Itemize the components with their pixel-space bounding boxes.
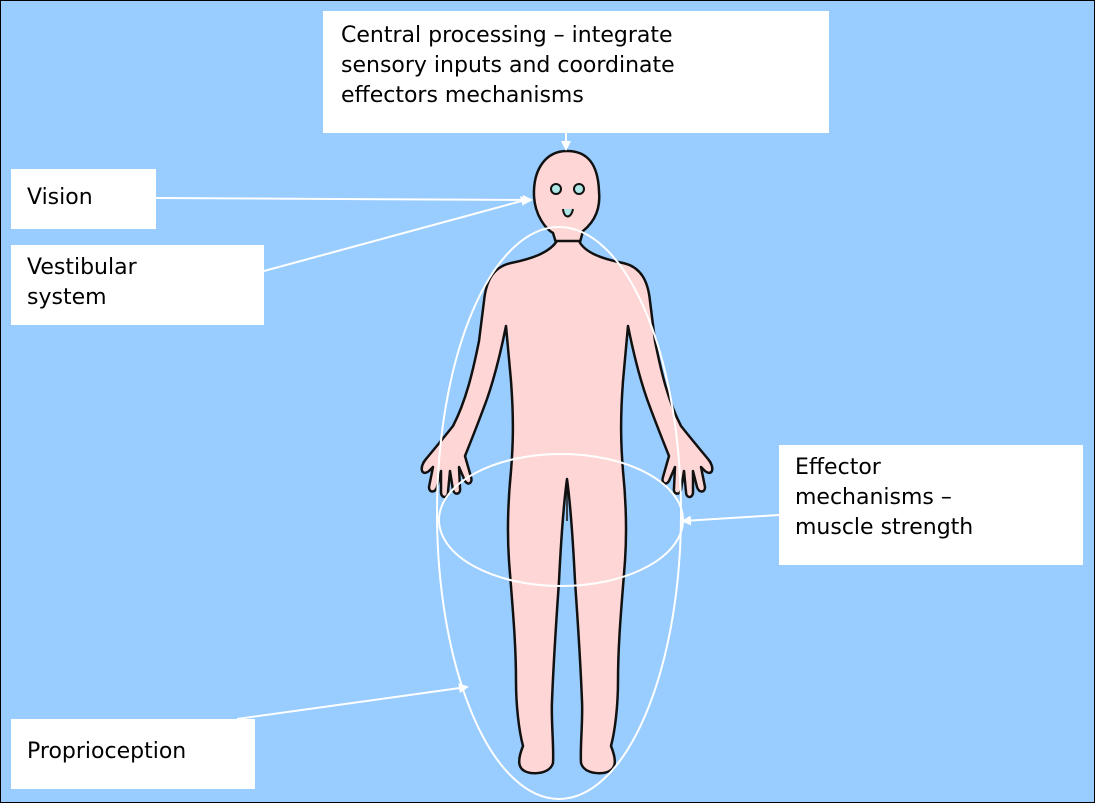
vision-text: Vision — [27, 183, 140, 213]
vestibular-line-1: Vestibular — [27, 253, 248, 283]
central-line-3: effectors mechanisms — [341, 81, 811, 111]
proprioception-text: Proprioception — [27, 737, 239, 767]
vision-arrow — [156, 198, 531, 200]
vestibular-line-2: system — [27, 283, 248, 313]
effector-line-1: Effector — [795, 453, 1067, 483]
central-processing-label: Central processing – integrate sensory i… — [323, 11, 829, 133]
proprioception-label: Proprioception — [11, 719, 255, 789]
vision-label: Vision — [11, 169, 156, 229]
central-line-1: Central processing – integrate — [341, 21, 811, 51]
proprioception-arrow — [237, 687, 467, 719]
mouth — [563, 209, 573, 217]
effector-arrow — [683, 515, 779, 521]
central-line-2: sensory inputs and coordinate — [341, 51, 811, 81]
effector-line-2: mechanisms – — [795, 483, 1067, 513]
right-eye — [574, 184, 584, 194]
left-eye — [551, 184, 561, 194]
effector-label: Effector mechanisms – muscle strength — [779, 445, 1083, 565]
head-shape — [534, 151, 599, 246]
human-body — [422, 151, 713, 773]
vestibular-arrow — [264, 199, 529, 271]
vestibular-label: Vestibular system — [11, 245, 264, 325]
effector-line-3: muscle strength — [795, 513, 1067, 543]
